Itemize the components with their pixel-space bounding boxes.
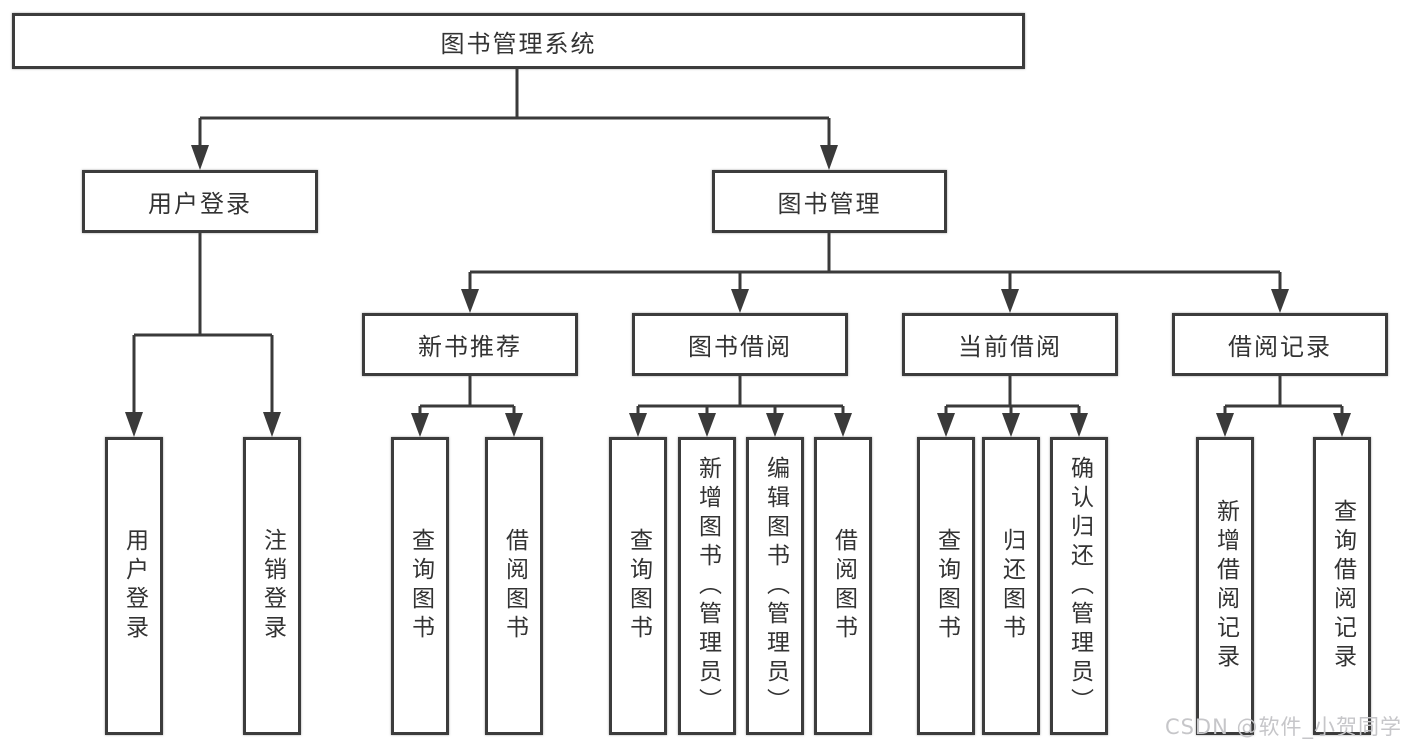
node-label: 图书管理系统: [440, 29, 597, 58]
leaf-label: 用户登录: [121, 528, 148, 644]
leaf-label: 确认归还（管理员）: [1066, 455, 1093, 717]
node-user-login: 用户登录: [82, 170, 318, 233]
leaf-label: 新增图书（管理员）: [694, 455, 721, 717]
leaf-label: 编辑图书（管理员）: [762, 455, 789, 717]
node-label: 新书推荐: [418, 333, 522, 361]
leaf-add-borrowing-record: 新增借阅记录: [1196, 437, 1254, 735]
leaf-query-books-current: 查询图书: [917, 437, 975, 735]
csdn-watermark: CSDN @软件_小贺同学: [1164, 715, 1402, 739]
leaf-label: 注销登录: [259, 528, 286, 644]
leaf-label: 归还图书: [998, 528, 1025, 644]
leaf-edit-books-admin: 编辑图书（管理员）: [746, 437, 804, 735]
leaf-user-login: 用户登录: [105, 437, 163, 735]
leaf-borrow-books-recommend: 借阅图书: [485, 437, 543, 735]
leaf-label: 查询图书: [407, 528, 434, 644]
leaf-label: 查询图书: [625, 528, 652, 644]
leaf-borrow-books: 借阅图书: [814, 437, 872, 735]
node-label: 当前借阅: [958, 333, 1062, 361]
leaf-query-books-recommend: 查询图书: [391, 437, 449, 735]
node-library-management-system: 图书管理系统: [12, 13, 1025, 69]
leaf-return-books: 归还图书: [982, 437, 1040, 735]
node-label: 图书管理: [777, 190, 882, 218]
node-label: 用户登录: [148, 190, 252, 218]
arrowhead-icons: [125, 145, 1351, 437]
node-book-borrowing: 图书借阅: [632, 313, 848, 376]
leaf-label: 借阅图书: [830, 528, 857, 644]
node-new-book-recommendation: 新书推荐: [362, 313, 578, 376]
node-book-management: 图书管理: [712, 170, 947, 233]
node-label: 借阅记录: [1228, 333, 1332, 361]
leaf-label: 查询图书: [933, 528, 960, 644]
leaf-confirm-return-admin: 确认归还（管理员）: [1050, 437, 1108, 735]
leaf-label: 查询借阅记录: [1329, 499, 1356, 673]
leaf-logout-login: 注销登录: [243, 437, 301, 735]
node-borrowing-records: 借阅记录: [1172, 313, 1388, 376]
leaf-add-books-admin: 新增图书（管理员）: [678, 437, 736, 735]
leaf-query-borrowing-record: 查询借阅记录: [1313, 437, 1371, 735]
leaf-label: 借阅图书: [501, 528, 528, 644]
node-current-borrowing: 当前借阅: [902, 313, 1118, 376]
leaf-label: 新增借阅记录: [1212, 499, 1239, 673]
leaf-query-books-borrowing: 查询图书: [609, 437, 667, 735]
node-label: 图书借阅: [688, 333, 792, 361]
